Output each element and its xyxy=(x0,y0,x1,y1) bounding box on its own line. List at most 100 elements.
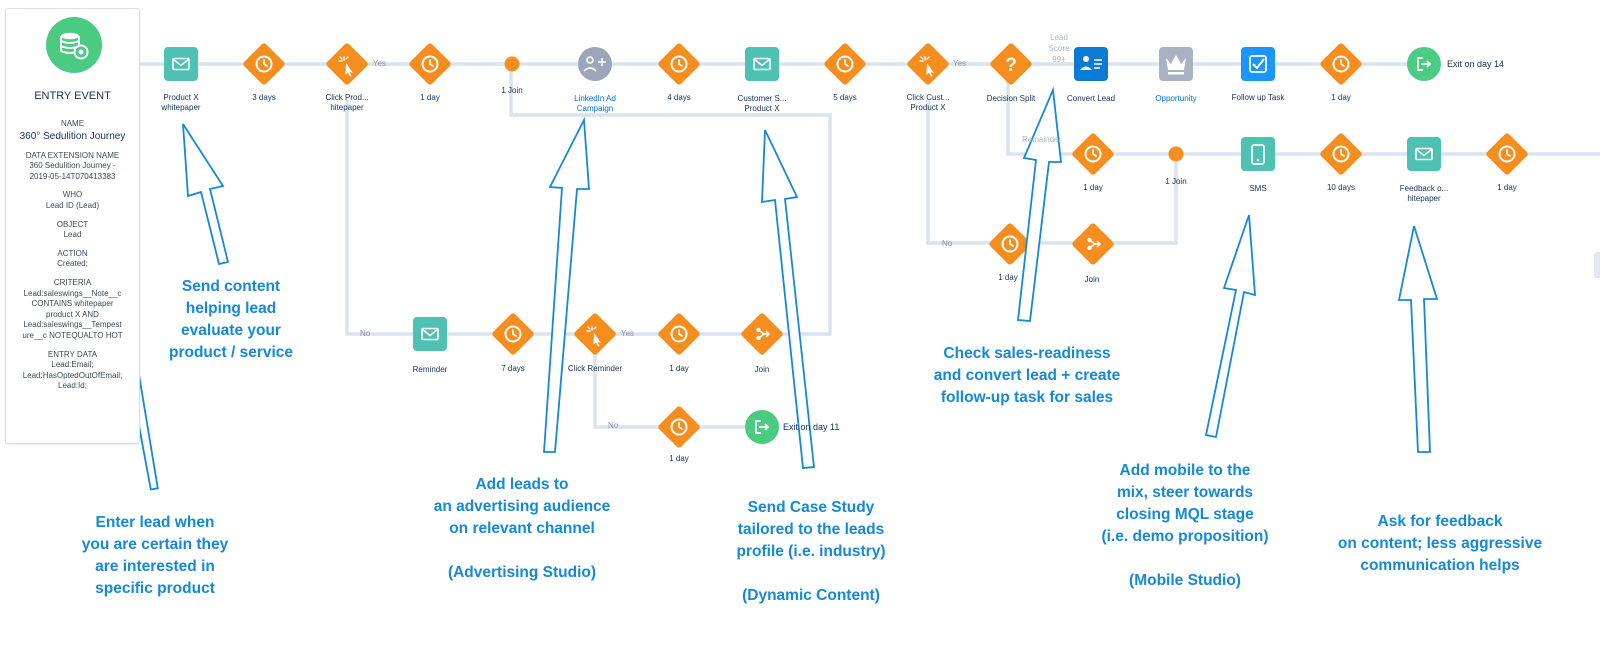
decision-click-customer[interactable] xyxy=(906,42,950,86)
email-node-product-x[interactable] xyxy=(164,47,198,81)
annotation-line: mix, steer towards xyxy=(1116,484,1254,501)
exit-node-day-11[interactable] xyxy=(745,410,779,444)
label-line: Click Cust... xyxy=(906,93,950,102)
annotation-line: and convert lead + create xyxy=(933,367,1121,384)
sms-node[interactable] xyxy=(1241,137,1275,171)
annotation-line: communication helps xyxy=(1360,557,1520,574)
connector-lines xyxy=(138,62,1600,429)
arrow-send-content xyxy=(182,123,230,266)
label-click-reminder: Click Reminder xyxy=(567,364,623,373)
annotation-line xyxy=(1101,548,1268,570)
wait-node-3-days[interactable] xyxy=(242,42,286,86)
annotation-line: Check sales-readiness xyxy=(943,345,1111,362)
action-label: ACTION xyxy=(57,248,88,258)
arrow-mobile xyxy=(1204,214,1256,439)
canvas-scroll-handle[interactable] xyxy=(1594,252,1600,278)
data-extension-line-2: 2019-05-14T070413383 xyxy=(29,171,116,181)
wait-node-4-days[interactable] xyxy=(657,42,701,86)
label-line: LinkedIn Ad xyxy=(574,94,616,103)
label-decision-split: Decision Split xyxy=(986,94,1036,103)
email-node-customer-story[interactable] xyxy=(745,47,779,81)
annotation-line: product / service xyxy=(168,344,294,361)
wait-node-1-day-a[interactable] xyxy=(408,42,452,86)
annotation-advertising: Add leads to an advertising audience on … xyxy=(434,474,611,584)
wait-node-10-days[interactable] xyxy=(1319,132,1363,176)
arrow-advertising xyxy=(543,116,590,453)
annotation-line: you are certain they xyxy=(81,536,229,553)
label-wait-1-day-a: 1 day xyxy=(420,93,440,102)
label-wait-1-day-f: 1 day xyxy=(669,364,689,373)
annotation-line: Send Case Study xyxy=(747,499,875,516)
entry-data-line-1: Lead:Email; xyxy=(51,360,94,370)
wait-node-1-day-g[interactable] xyxy=(657,405,701,449)
annotation-feedback: Ask for feedback on content; less aggres… xyxy=(1338,511,1542,577)
label-wait-3-days: 3 days xyxy=(252,93,276,102)
arrow-case-study xyxy=(761,129,815,469)
annotation-line xyxy=(434,540,611,562)
entry-data-line-2: Lead:HasOptedOutOfEmail; xyxy=(22,370,123,380)
entry-data-label: ENTRY DATA xyxy=(47,349,98,359)
wait-node-7-days[interactable] xyxy=(491,312,535,356)
criteria-line-2: CONTAINS whitepaper xyxy=(31,299,114,309)
decision-split-node[interactable]: ? xyxy=(989,42,1033,86)
decision-click-product[interactable] xyxy=(325,42,369,86)
criteria-line-5: ure__c NOTEQUALTO HOT xyxy=(22,330,123,340)
convert-lead-node[interactable] xyxy=(1074,47,1108,81)
wait-node-5-days[interactable] xyxy=(823,42,867,86)
exit-node-day-14[interactable] xyxy=(1407,47,1441,81)
yes-label: Yes xyxy=(953,59,967,68)
label-line: whitepaper xyxy=(161,102,201,112)
label-linkedin-campaign: LinkedIn Ad Campaign xyxy=(550,94,640,113)
join-node-3[interactable] xyxy=(1071,222,1115,266)
entry-event-panel[interactable]: ENTRY EVENT NAME 360° Sedulition Journey… xyxy=(5,8,140,444)
arrow-feedback xyxy=(1397,225,1439,453)
annotation-line: Enter lead when xyxy=(95,514,215,531)
annotation-line: helping lead xyxy=(185,300,277,317)
linkedin-ad-node[interactable] xyxy=(578,47,612,81)
annotation-line: (i.e. demo proposition) xyxy=(1101,528,1269,545)
annotation-line: Ask for feedback xyxy=(1377,513,1503,530)
wait-node-1-day-b[interactable] xyxy=(1319,42,1363,86)
join-dot-2[interactable] xyxy=(1168,146,1184,162)
who-value: Lead ID (Lead) xyxy=(45,200,100,210)
label-wait-1-day-c: 1 day xyxy=(1083,183,1103,192)
label-wait-1-day-g: 1 day xyxy=(669,454,689,463)
label-join-3: Join xyxy=(1084,275,1100,284)
join-dot-1[interactable] xyxy=(504,56,520,72)
label-line: hitepaper xyxy=(1407,193,1441,203)
email-node-reminder[interactable] xyxy=(413,317,447,351)
annotation-line: Add leads to xyxy=(475,476,569,493)
join-node-4[interactable] xyxy=(740,312,784,356)
label-line: Feedback o... xyxy=(1399,184,1449,193)
label-wait-10-days: 10 days xyxy=(1326,183,1356,192)
follow-up-task-node[interactable] xyxy=(1241,47,1275,81)
label-click-customer: Click Cust... Product X xyxy=(883,93,973,112)
annotation-line: Send content xyxy=(181,278,281,295)
label-customer-story: Customer S... Product X xyxy=(717,94,807,113)
label-join-4: Join xyxy=(754,365,770,374)
label-wait-7-days: 7 days xyxy=(501,364,525,373)
label-follow-up-task: Follow up Task xyxy=(1231,93,1285,102)
email-node-feedback[interactable] xyxy=(1407,137,1441,171)
decision-click-reminder[interactable] xyxy=(573,312,617,356)
annotation-line: profile (i.e. industry) xyxy=(736,543,886,560)
data-extension-label: DATA EXTENSION NAME xyxy=(25,150,120,160)
journey-name: 360° Sedulition Journey xyxy=(19,130,126,142)
label-wait-1-day-e: 1 day xyxy=(998,273,1018,282)
label-email-product-x: Product X whitepaper xyxy=(136,93,226,112)
remainder-label: Remainder xyxy=(1022,135,1062,144)
annotation-line: follow-up task for sales xyxy=(940,389,1114,406)
yes-label: Yes xyxy=(621,329,635,338)
label-line: Campaign xyxy=(576,103,614,113)
label-line: Product X xyxy=(744,103,780,113)
label-wait-1-day-d: 1 day xyxy=(1497,183,1517,192)
annotation-line: on content; less aggressive xyxy=(1337,535,1543,552)
wait-node-1-day-c[interactable] xyxy=(1071,132,1115,176)
label-line: Click Prod... xyxy=(325,93,369,102)
annotation-case-study: Send Case Study tailored to the leads pr… xyxy=(737,497,886,607)
wait-node-1-day-d[interactable] xyxy=(1485,132,1529,176)
wait-node-1-day-f[interactable] xyxy=(657,312,701,356)
no-label: No xyxy=(608,421,619,430)
object-value: Lead xyxy=(63,230,82,240)
opportunity-node[interactable] xyxy=(1159,47,1193,81)
